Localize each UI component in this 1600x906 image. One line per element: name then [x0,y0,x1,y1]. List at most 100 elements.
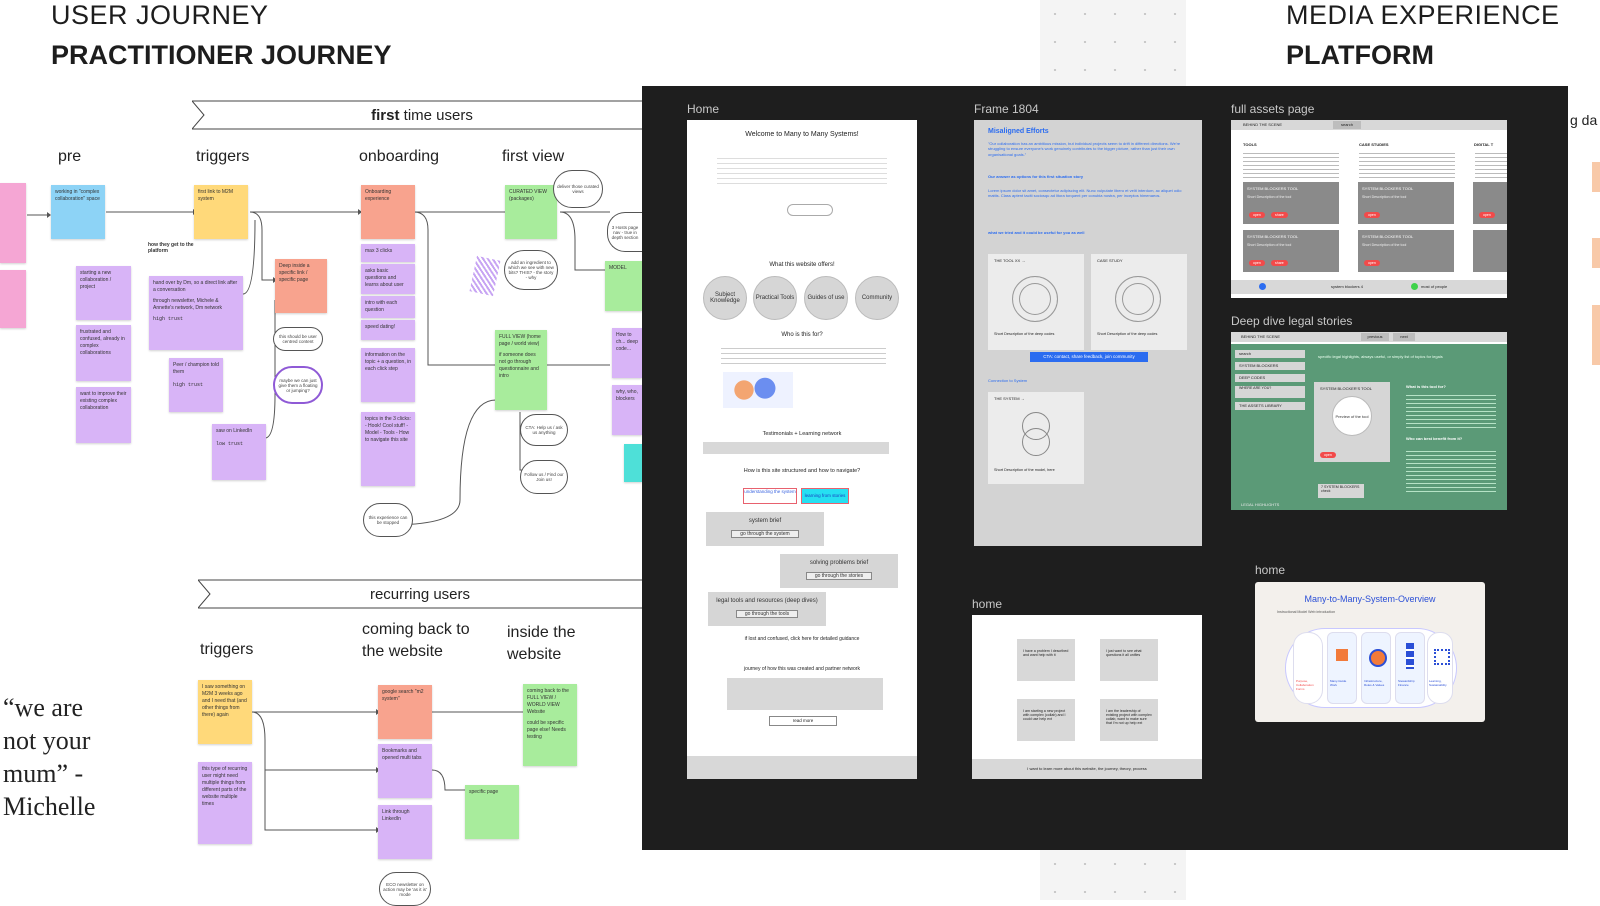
read-more-button[interactable]: read more [769,716,837,726]
deep-footer: LEGAL HIGHLIGHTS [1241,502,1279,507]
solving-problems-card[interactable]: solving problems brief go through the st… [780,554,898,588]
frame-1804[interactable]: Misaligned Efforts "Our collaboration ha… [974,120,1202,546]
frame-label-home-2[interactable]: home [972,597,1002,611]
deep-side-item-1[interactable]: SYSTEM BLOCKERS [1235,362,1305,370]
deep-tab-behind[interactable]: BEHIND THE SCENE [1241,334,1280,339]
tool-card-desc: Short Description of the deep codes [994,332,1080,336]
overview-col-2: Many-Guide Work [1327,632,1357,704]
sticky-trigger-linkedin: saw on LinkedIn low trust [212,424,266,480]
assets-col-digital: DIGITAL T [1474,142,1493,147]
offer-guides-of-use[interactable]: Guides of use [804,276,848,320]
offer-subject-knowledge[interactable]: Subject Knowledge [703,276,747,320]
deep-search[interactable]: search [1235,350,1305,358]
overview-label-5: Learning, Sustainability [1429,679,1451,687]
go-stories-button[interactable]: go through the stories [806,572,872,580]
assets-legend-bar: system blockers 4 most of people [1231,280,1507,294]
go-tools-button[interactable]: go through the tools [736,610,798,618]
legend-label-2: most of people [1421,284,1447,289]
overview-intro: Instructional Model Web introduction [1277,610,1335,614]
sticky-model: MODEL [605,261,642,311]
home2-card-3[interactable]: I am starting a new project with complex… [1017,699,1075,741]
asset-card-5-open[interactable]: open [1364,260,1380,266]
system-brief-card[interactable]: system brief go through the system [706,512,824,546]
cta-contact-button[interactable]: CTA: contact, share feedback, join commu… [1030,352,1148,362]
bubble-ingredient: add an ingredient to which we see with n… [504,250,558,290]
legend-dot-blue [1259,283,1266,290]
sticky-specific-page: specific page [465,785,519,839]
deep-tool-card[interactable]: SYSTEM BLOCKER'S TOOL Preview of the too… [1314,382,1390,462]
pill-understanding-system[interactable]: understanding the system [743,488,797,504]
right-edge-sticky-1 [1592,162,1600,192]
frame-label-1804[interactable]: Frame 1804 [974,102,1039,116]
asset-card-2[interactable]: SYSTEM BLOCKERS TOOL Short Description o… [1358,182,1454,224]
deep-side-item-3[interactable]: WHERE ARE YOU? [1235,386,1305,398]
deep-side-item-2[interactable]: DEEP CODES [1235,374,1305,382]
system-card-desc: Short Description of the model, here [994,468,1080,472]
trigger-peer-text: Peer / champion told them [173,362,219,376]
deep-prev-button[interactable]: previous [1361,333,1389,341]
pill-learning-stories[interactable]: learning from stories [801,488,849,504]
deep-next-button[interactable]: next [1393,333,1415,341]
asset-card-2-open[interactable]: open [1364,212,1380,218]
deep-content: specific legal highlights, always useful… [1306,344,1507,510]
answer-body: Lorem ipsum dolor sit amet, consectetur … [988,188,1184,199]
frame-label-full-assets[interactable]: full assets page [1231,102,1314,116]
home2-frame[interactable]: I have a problem I described and want he… [972,615,1202,779]
home-frame[interactable]: Welcome to Many to Many Systems! What th… [687,120,917,779]
home-journey-title: journey of how this was created and part… [687,666,917,672]
sticky-intro-question: intro with each question [361,296,415,318]
deep-check-card[interactable]: 7 SYSTEM BLOCKERS check [1318,484,1364,498]
deep-tool-open[interactable]: open [1320,452,1336,458]
sticky-speed-dating: speed dating! [361,320,415,340]
first-time-rest: time users [399,107,472,124]
sticky-topic-info: information on the topic + a question, i… [361,348,415,402]
sticky-full-view: FULL VIEW (home page / world view) if so… [495,330,547,410]
home-lost-link[interactable]: if lost and confused, click here for det… [687,636,917,642]
frame-label-home[interactable]: Home [687,102,719,116]
tool-card[interactable]: THE TOOL XX → Short Description of the d… [988,254,1084,350]
bubble-follow-us: Follow us / Find our Join us! [520,460,568,494]
offer-community[interactable]: Community [855,276,899,320]
asset-card-6[interactable] [1473,230,1507,272]
assets-tab-behind[interactable]: BEHIND THE SCENE [1243,122,1282,127]
frame-label-home-3[interactable]: home [1255,563,1285,577]
asset-card-4[interactable]: SYSTEM BLOCKERS TOOL Short Description o… [1243,230,1339,272]
go-system-button[interactable]: go through the system [731,530,798,538]
sticky-pre-frustrated: frustrated and confused, already in comp… [76,325,131,381]
legal-tools-card[interactable]: legal tools and resources (deep dives) g… [708,592,826,626]
overview-col-4: Stewardship Finance [1395,632,1425,704]
asset-card-3[interactable]: open [1473,182,1507,224]
asset-card-4-share[interactable]: share [1271,260,1288,266]
deep-dive-frame[interactable]: BEHIND THE SCENE previous next search SY… [1231,332,1507,510]
home2-card-2[interactable]: I just want to see what questions it all… [1100,639,1158,681]
asset-card-3-open[interactable]: open [1479,212,1495,218]
home3-frame[interactable]: Many-to-Many-System-Overview Instruction… [1255,582,1485,722]
home2-footer[interactable]: I want to learn more about this website,… [972,759,1202,779]
sticky-pink-1 [0,183,26,263]
frame-label-deep-dive[interactable]: Deep dive legal stories [1231,314,1352,328]
home2-card-4[interactable]: I am the leadership of existing project … [1100,699,1158,741]
sticky-recurring-saw-something: I saw something on M2M 3 weeks ago and I… [198,680,252,744]
system-venn-bottom [1022,428,1050,456]
system-card[interactable]: THE SYSTEM → Short Description of the mo… [988,392,1084,484]
full-assets-frame[interactable]: BEHIND THE SCENE search TOOLS CASE STUDI… [1231,120,1507,298]
phase-onboarding: onboarding [359,148,439,166]
asset-card-1-share[interactable]: share [1271,212,1288,218]
deep-tool-preview: Preview of the tool [1332,396,1372,436]
right-edge-label: g da [1570,112,1597,128]
home2-card-1[interactable]: I have a problem I described and want he… [1017,639,1075,681]
sticky-onboarding-experience: Onboarding experience [361,185,415,239]
case-study-card[interactable]: CASE STUDY Short Description of the deep… [1091,254,1187,350]
sticky-topics-3-clicks: topics in the 3 clicks: - Hook! Cool stu… [361,412,415,486]
deep-side-item-4[interactable]: THE ASSETS LIBRARY [1235,402,1305,410]
home-testimonials-bar [703,442,889,454]
home-who-lines [721,344,886,366]
asset-card-1-open[interactable]: open [1249,212,1265,218]
asset-card-5[interactable]: SYSTEM BLOCKERS TOOL Short Description o… [1358,230,1454,272]
offer-practical-tools[interactable]: Practical Tools [753,276,797,320]
assets-tab-search[interactable]: search [1333,121,1361,129]
deep-q1: What is this tool for? [1406,384,1446,389]
asset-card-1[interactable]: SYSTEM BLOCKERS TOOL Short Description o… [1243,182,1339,224]
deep-q2-lines [1406,448,1496,494]
asset-card-4-open[interactable]: open [1249,260,1265,266]
